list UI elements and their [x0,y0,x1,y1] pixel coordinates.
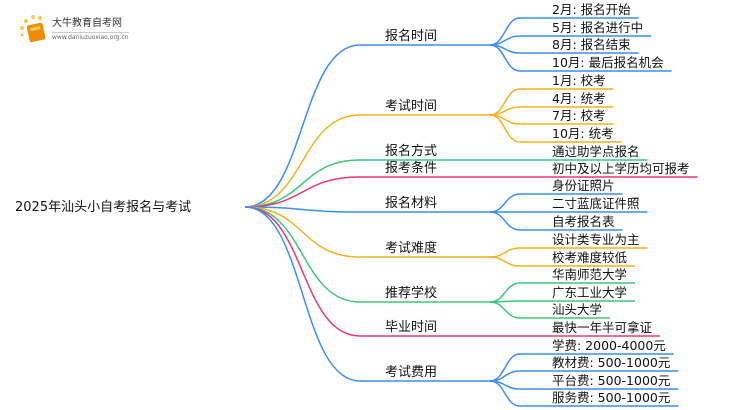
branch-node-8: 毕业时间 [385,320,437,335]
branch-node-2: 考试时间 [385,99,437,114]
branch-node-6: 考试难度 [385,240,437,256]
leaf-node: 7月: 校考 [552,108,606,123]
branch-connector [244,206,361,303]
logo-title: 大牛教育自考网 [52,17,122,29]
book-logo-icon [20,15,46,43]
leaf-node: 1月: 校考 [552,73,606,88]
leaf-node: 10月: 统考 [552,126,614,141]
child-connector [489,256,521,267]
logo-url: www.daniuzuoxiao.org.cn [52,31,129,41]
leaf-node: 5月: 报名进行中 [552,20,643,35]
branch-connector [244,206,361,213]
branch-connector [244,206,361,337]
child-connector [489,247,521,258]
leaf-node: 服务费: 500-1000元 [552,390,670,405]
child-connector [489,282,521,303]
child-connector [489,380,521,407]
leaf-node: 初中及以上学历均可报考 [552,161,690,176]
leaf-node: 通过助学点报名 [552,144,640,159]
leaf-node: 自考报名表 [552,214,615,229]
leaf-node: 8月: 报名结束 [552,37,631,52]
leaf-node: 平台费: 500-1000元 [552,373,670,388]
leaf-node: 2月: 报名开始 [552,2,631,17]
branch-connector [244,114,361,208]
branch-connector [244,206,361,258]
root-node: 2025年汕头小自考报名与考试 [15,199,191,215]
leaf-node: 学费: 2000-4000元 [552,338,666,353]
branch-node-9: 考试费用 [385,365,437,380]
leaf-node: 设计类专业为主 [552,232,640,247]
branch-node-7: 推荐学校 [385,285,437,301]
leaf-node: 身份证照片 [552,178,615,193]
leaf-node: 二寸蓝底证件照 [552,196,640,211]
leaf-node: 广东工业大学 [552,285,627,300]
branch-connector [244,159,361,208]
child-connector [489,301,521,319]
branch-connector [244,176,361,208]
branch-node-1: 报名时间 [385,28,437,44]
branch-connector [244,44,361,208]
branch-connector [244,206,361,382]
leaf-node: 4月: 统考 [552,91,606,106]
branch-node-5: 报名材料 [385,195,437,211]
child-connector [489,193,521,213]
child-connector [489,211,521,231]
leaf-node: 校考难度较低 [552,250,628,265]
leaf-node: 最快一年半可拿证 [552,320,653,335]
leaf-node: 汕头大学 [552,302,602,317]
branch-node-4: 报考条件 [385,160,437,176]
leaf-node: 10月: 最后报名机会 [552,55,664,70]
logo: 大牛教育自考网 www.daniuzuoxiao.org.cn [18,14,129,44]
branch-node-3: 报名方式 [385,143,437,159]
leaf-node: 教材费: 500-1000元 [552,355,670,370]
child-connector [489,114,521,143]
child-connector [489,44,521,72]
leaf-node: 华南师范大学 [552,267,627,282]
child-connector [489,353,521,382]
